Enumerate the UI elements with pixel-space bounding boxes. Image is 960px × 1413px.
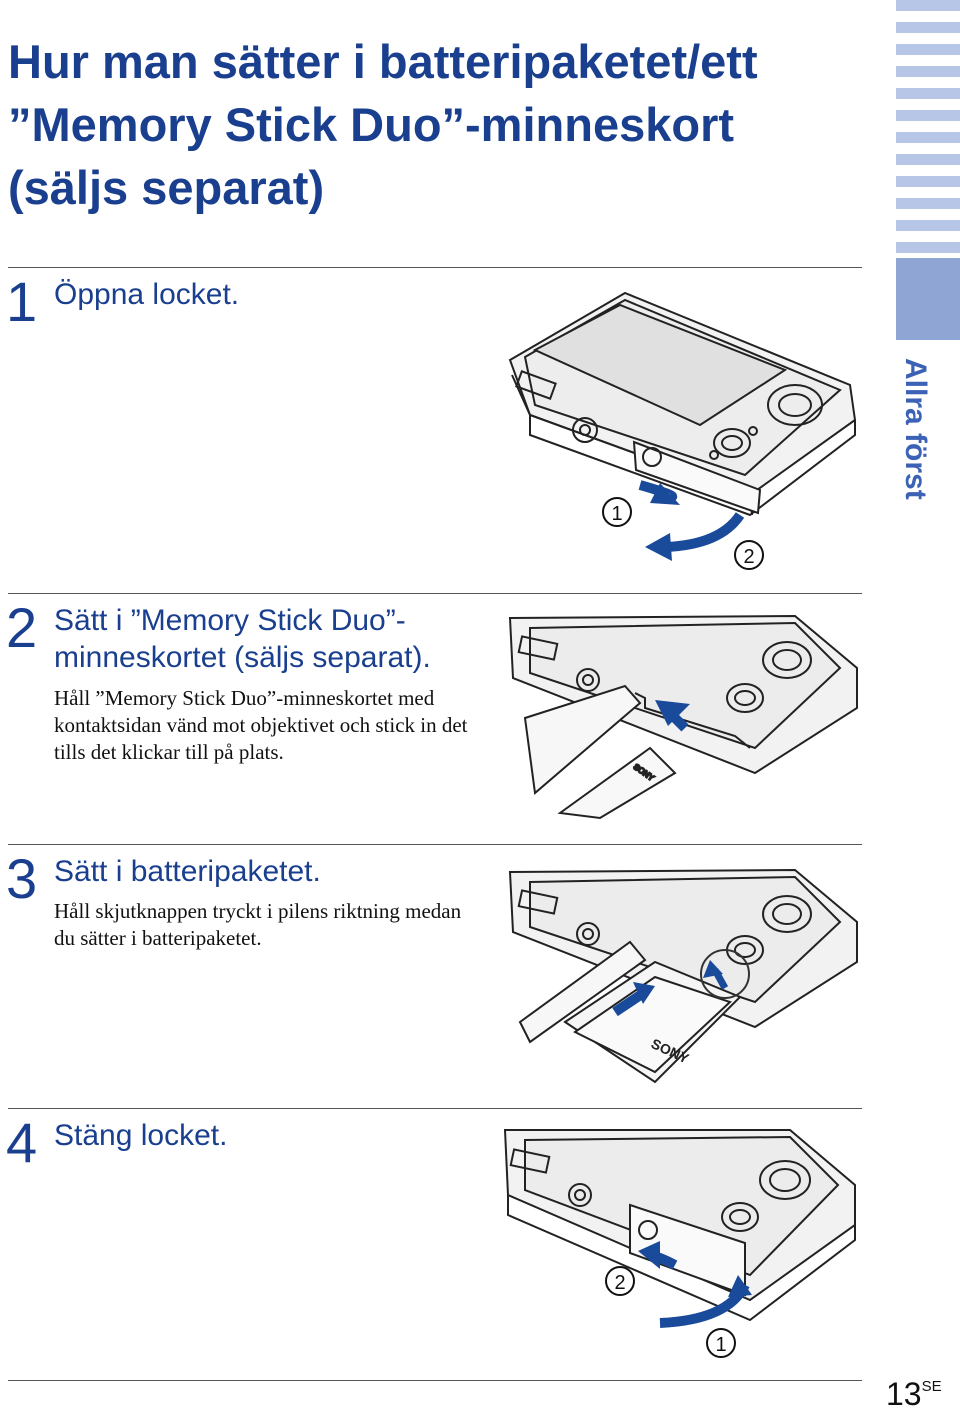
title-line-3: (säljs separat): [8, 161, 325, 214]
title-line-1: Hur man sätter i batteripaketet/ett: [8, 35, 758, 88]
title-line-2: ”Memory Stick Duo”-minneskort: [8, 98, 735, 151]
callout-1: 1: [715, 1334, 726, 1356]
side-tab-block: [896, 258, 960, 340]
page-number: 13SE: [886, 1376, 942, 1412]
callout-1: 1: [611, 503, 622, 525]
divider: [8, 844, 862, 845]
divider: [8, 1380, 862, 1381]
step-number: 3: [6, 847, 38, 910]
camera-illustration-insert-card: SONY: [508, 614, 858, 820]
step-heading: Öppna locket.: [54, 278, 240, 311]
camera-illustration-close-cover: 2 1: [503, 1129, 856, 1358]
step-number: 2: [6, 596, 38, 659]
step-heading: Sätt i ”Memory Stick Duo”- minneskortet …: [54, 604, 431, 674]
divider: [8, 593, 862, 594]
divider: [8, 267, 862, 268]
step-number: 4: [6, 1111, 38, 1174]
divider: [8, 1108, 862, 1109]
camera-illustration-open-cover: 1 2: [508, 291, 857, 570]
page-title: Hur man sätter i batteripaketet/ett ”Mem…: [8, 30, 848, 219]
step-heading: Sätt i batteripaketet.: [54, 855, 321, 888]
step-body: Håll skjutknappen tryckt i pilens riktni…: [54, 899, 462, 950]
side-tab-stripes: [896, 0, 960, 255]
side-tab-label: Allra först: [899, 358, 932, 500]
step-number: 1: [6, 270, 38, 333]
callout-2: 2: [743, 546, 754, 568]
callout-2: 2: [614, 1272, 625, 1294]
step-body: Håll ”Memory Stick Duo”-minneskortet med…: [54, 686, 468, 764]
step-heading: Stäng locket.: [54, 1119, 228, 1152]
camera-illustration-insert-battery: SONY: [508, 868, 858, 1084]
